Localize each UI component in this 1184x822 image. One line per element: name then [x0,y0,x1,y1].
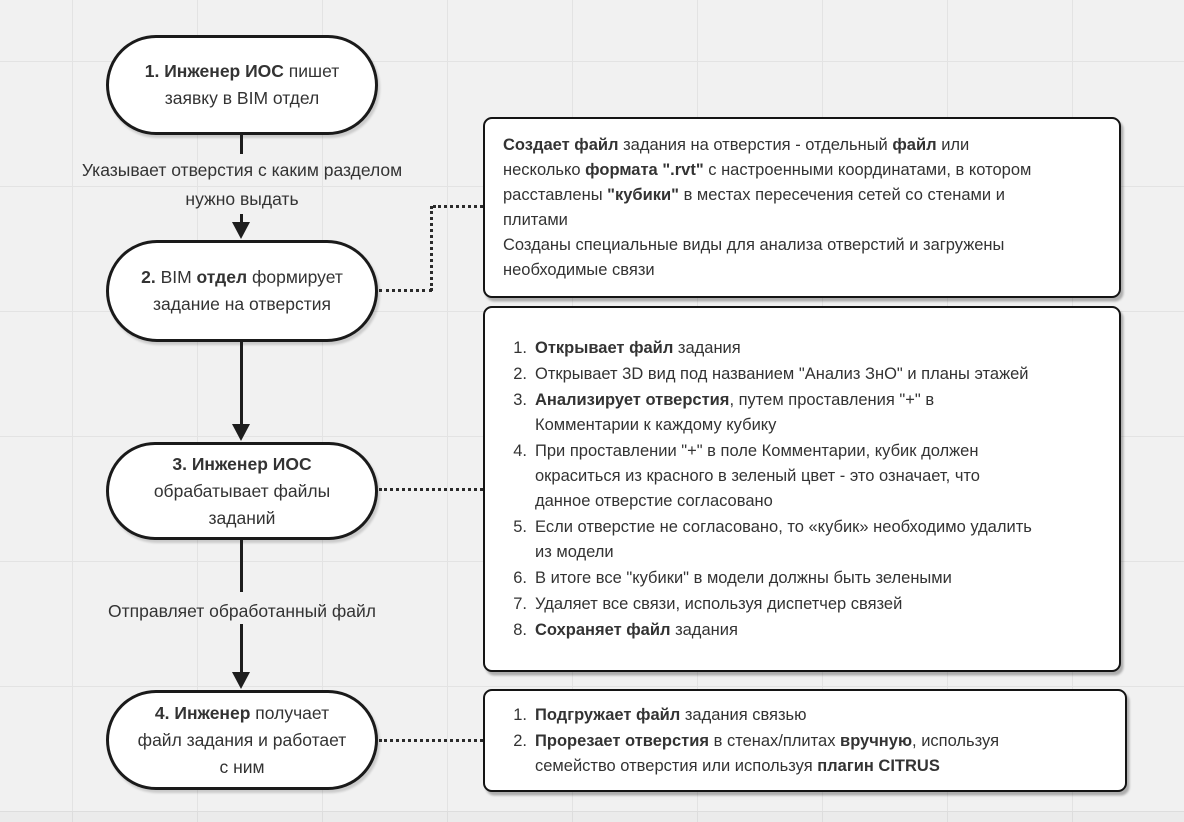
text-line: Создает файл задания на отверстия - отде… [503,135,970,154]
text-line: с ним [219,756,265,777]
text-line: заданий [208,507,276,528]
list-item-number: 4. [513,441,527,460]
note-box-3-list: 1. Подгружает файл задания связью 2. Прорез… [501,702,1107,780]
text-line: Открывает 3D вид под названием "Анализ З… [535,364,1029,383]
list-item: 4. При проставлении "+" в поле Комментари… [501,439,1101,514]
text-line: Открывает файл задания [535,338,741,357]
list-item: 2. Прорезает отверстия в стенах/плитах вр… [501,729,1107,779]
note-box-3[interactable]: 1. Подгружает файл задания связью 2. Прорез… [483,689,1127,792]
list-item: 1. Подгружает файл задания связью [501,703,1107,728]
dotted-connector-3[interactable] [379,739,483,742]
label-line: Отправляет обработанный файл [108,601,376,621]
list-item-text: Удаляет все связи, используя диспетчер с… [535,592,1101,617]
list-item-text: Прорезает отверстия в стенах/плитах вруч… [535,729,1107,779]
list-item-text: Анализирует отверстия, путем проставлени… [535,388,1101,438]
label-line: нужно выдать [185,189,299,209]
text-line: расставлены "кубики" в местах пересечени… [503,185,1005,204]
list-item-text: При проставлении "+" в поле Комментарии,… [535,439,1101,514]
list-item-number: 1. [513,338,527,357]
text-line: Если отверстие не согласовано, то «кубик… [535,517,1032,536]
dotted-connector-1-seg2[interactable] [430,206,433,291]
edge-label-1[interactable]: Указывает отверстия с каким разделом нужн… [30,156,454,214]
text-line: Удаляет все связи, используя диспетчер с… [535,594,903,613]
text-line: обрабатывает файлы [153,480,331,501]
text-line: файл задания и работает [137,729,347,750]
arrow-3-line[interactable] [240,540,243,592]
list-item-number: 7. [513,594,527,613]
text-line: В итоге все "кубики" в модели должны быт… [535,568,952,587]
dotted-connector-1-seg1[interactable] [379,289,432,292]
text-line: 4. Инженер получает [154,702,330,723]
label-line: Указывает отверстия с каким разделом [81,160,403,180]
list-item-text: Открывает файл задания [535,336,1101,361]
note-box-1-text: Создает файл задания на отверстия - отде… [503,133,1101,283]
list-item: 3. Анализирует отверстия, путем проставле… [501,388,1101,438]
list-item-number: 5. [513,517,527,536]
list-item-number: 3. [513,390,527,409]
text-line: из модели [535,542,614,561]
note-box-2[interactable]: 1. Открывает файл задания 2. Открывает 3D в… [483,306,1121,672]
text-line: плитами [503,210,568,229]
list-item: 8. Сохраняет файл задания [501,618,1101,643]
flow-node-step3[interactable]: 3. Инженер ИОС обрабатывает файлы заданий [106,442,378,540]
dotted-connector-2[interactable] [379,488,483,491]
arrow-1-line2[interactable] [240,214,243,222]
text-line: окраситься из красного в зеленый цвет - … [535,466,980,485]
list-item-text: В итоге все "кубики" в модели должны быт… [535,566,1101,591]
list-item: 5. Если отверстие не согласовано, то «куб… [501,515,1101,565]
arrow-2-head-icon [232,424,250,441]
flow-node-step3-label: 3. Инженер ИОС обрабатывает файлы заданий [154,451,330,532]
text-line: семейство отверстия или используя плагин… [535,756,940,775]
canvas-bottom-edge [0,811,1184,822]
text-line: Комментарии к каждому кубику [535,415,777,434]
list-item-text: Подгружает файл задания связью [535,703,1107,728]
text-line: заявку в BIM отдел [164,88,320,108]
list-item-number: 2. [513,364,527,383]
text-line: При проставлении "+" в поле Комментарии,… [535,441,979,460]
text-line: Подгружает файл задания связью [535,705,807,724]
arrow-3-line2[interactable] [240,624,243,672]
text-line: несколько формата ".rvt" с настроенными … [503,160,1032,179]
list-item-text: Открывает 3D вид под названием "Анализ З… [535,362,1101,387]
list-item: 1. Открывает файл задания [501,336,1101,361]
list-item-number: 8. [513,620,527,639]
text-line: задание на отверстия [153,294,331,314]
text-line: 3. Инженер ИОС [172,453,312,474]
text-line: Анализирует отверстия, путем проставлени… [535,390,935,409]
arrow-2-line[interactable] [240,342,243,424]
arrow-3-head-icon [232,672,250,689]
note-box-2-list: 1. Открывает файл задания 2. Открывает 3D в… [501,335,1101,644]
flow-node-step1-label: 1. Инженер ИОС пишет заявку в BIM отдел [145,58,340,112]
note-box-1[interactable]: Создает файл задания на отверстия - отде… [483,117,1121,298]
dotted-connector-1-seg3[interactable] [433,205,483,208]
list-item-number: 1. [513,705,527,724]
text-line: 1. Инженер ИОС пишет [144,61,340,81]
arrow-1-head-icon [232,222,250,239]
flow-node-step4[interactable]: 4. Инженер получает файл задания и работа… [106,690,378,790]
list-item-number: 6. [513,568,527,587]
flow-node-step4-label: 4. Инженер получает файл задания и работа… [138,700,347,781]
flow-node-step1[interactable]: 1. Инженер ИОС пишет заявку в BIM отдел [106,35,378,135]
text-line: Прорезает отверстия в стенах/плитах вруч… [535,731,1000,750]
list-item: 7. Удаляет все связи, используя диспетчер… [501,592,1101,617]
text-line: данное отверстие согласовано [535,491,773,510]
list-item: 2. Открывает 3D вид под названием "Анализ… [501,362,1101,387]
arrow-1-line[interactable] [240,134,243,154]
text-line: Сохраняет файл задания [535,620,738,639]
text-line: 2. BIM отдел формирует [141,267,343,287]
edge-label-2[interactable]: Отправляет обработанный файл [30,597,454,626]
list-item: 6. В итоге все "кубики" в модели должны б… [501,566,1101,591]
text-line: необходимые связи [503,260,655,279]
list-item-number: 2. [513,731,527,750]
flow-node-step2[interactable]: 2. BIM отдел формирует задание на отверст… [106,240,378,342]
flow-node-step2-label: 2. BIM отдел формирует задание на отверст… [141,264,343,318]
list-item-text: Сохраняет файл задания [535,618,1101,643]
text-line: Созданы специальные виды для анализа отв… [503,235,1005,254]
list-item-text: Если отверстие не согласовано, то «кубик… [535,515,1101,565]
